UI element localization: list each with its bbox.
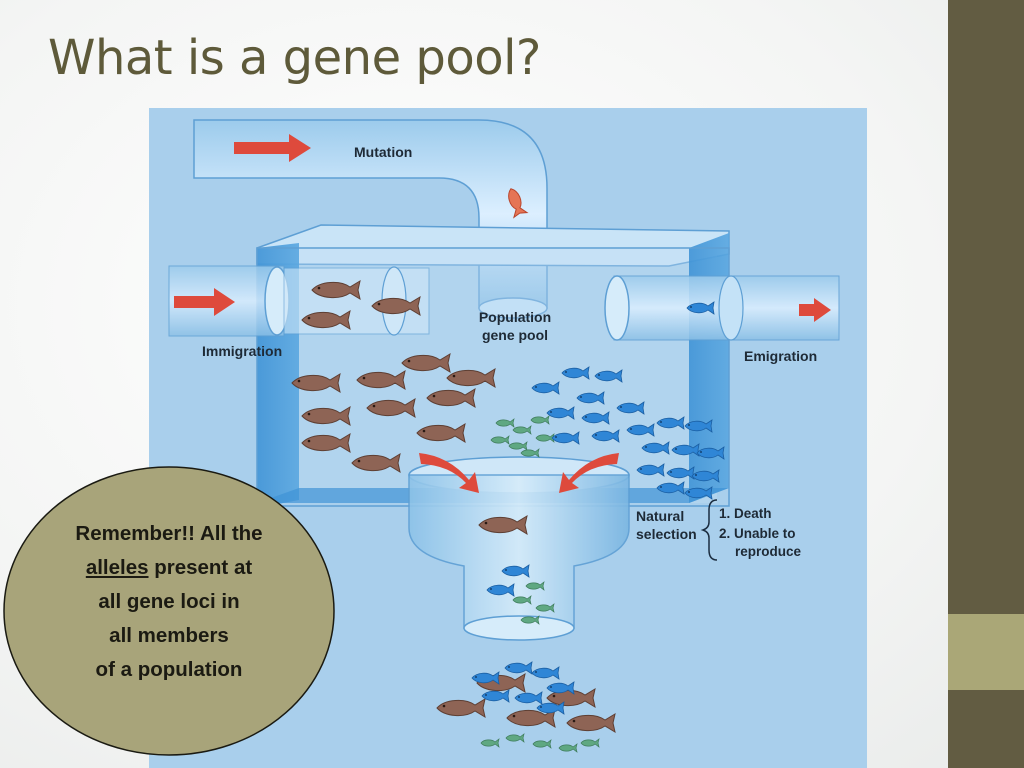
label-mutation: Mutation [354, 144, 412, 160]
box-right-wall [689, 233, 729, 503]
sidebar-accent-block [948, 614, 1024, 690]
callout-line-1: Remember!! All the [75, 522, 263, 545]
label-population-line2: gene pool [482, 327, 548, 343]
callout-line-4: all members [109, 624, 229, 647]
immigration-arrow [174, 288, 235, 316]
label-natural-line2: selection [636, 526, 697, 542]
label-emigration: Emigration [744, 348, 817, 364]
callout-line-3: all gene loci in [98, 590, 240, 613]
selection-arrow-right [559, 453, 619, 493]
callout-alleles-term: alleles [85, 556, 149, 579]
label-population-line1: Population [479, 309, 551, 325]
callout-line-2-rest: present at [148, 556, 253, 579]
callout-line-5: of a population [95, 658, 243, 681]
label-death: 1. Death [719, 506, 772, 521]
selection-arrow-left [419, 453, 479, 493]
callout-ellipse [3, 466, 335, 756]
label-immigration: Immigration [202, 343, 282, 359]
mutation-arrow [234, 134, 311, 162]
emigration-arrow [799, 298, 831, 322]
label-unable-line1: 2. Unable to [719, 526, 796, 541]
reminder-callout: Remember!! All the alleles present at al… [2, 465, 336, 757]
selection-bracket [700, 499, 718, 561]
callout-line-2: alleles present at [2, 551, 336, 585]
slide-title: What is a gene pool? [48, 30, 541, 86]
callout-text: Remember!! All the alleles present at al… [2, 517, 336, 687]
label-natural-line1: Natural [636, 508, 684, 524]
label-unable-line2: reproduce [735, 544, 802, 559]
